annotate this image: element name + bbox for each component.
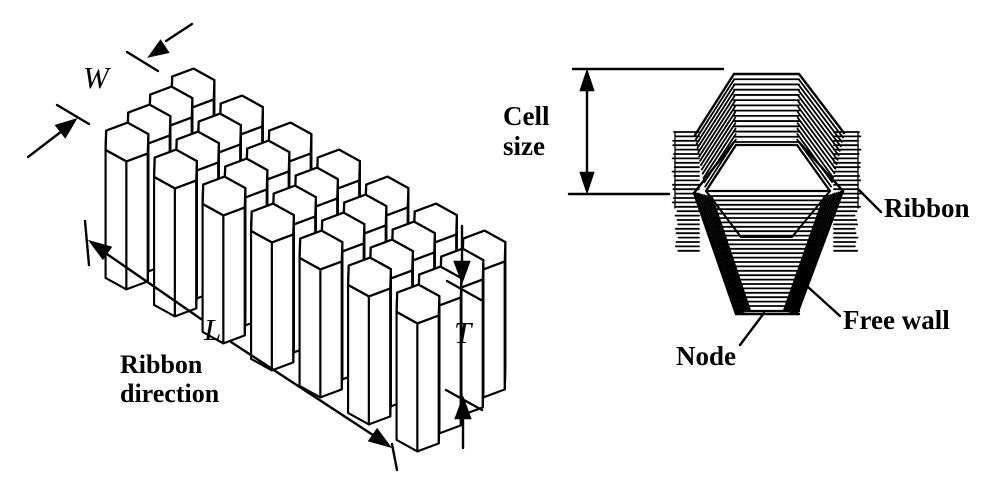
t-dimension-label: T	[454, 315, 472, 350]
ribbon-direction-line2: direction	[120, 379, 220, 409]
w-dimension-label: W	[83, 60, 109, 95]
ribbon-pointer-line	[857, 188, 883, 214]
w-dimension-upper-arrow	[125, 22, 194, 73]
w-dimension-lower-arrow	[26, 103, 91, 159]
l-dimension-line	[83, 219, 399, 472]
honeycomb-panel-structure	[104, 67, 507, 453]
t-dimension-upper-arrow	[445, 224, 483, 302]
l-dimension-label: L	[204, 312, 222, 347]
cell-size-label: Cell size	[503, 101, 550, 161]
single-cell-structure	[671, 72, 862, 316]
cell-size-line2: size	[503, 130, 545, 161]
cell-size-line1: Cell	[503, 101, 550, 131]
free-wall-pointer-line	[806, 285, 842, 318]
ribbon-label: Ribbon	[884, 193, 970, 223]
node-pointer-line	[738, 311, 766, 347]
node-label: Node	[676, 341, 736, 371]
ribbon-direction-line1: Ribbon	[120, 350, 203, 379]
cell-size-dimension	[567, 67, 725, 196]
free-wall-label: Free wall	[843, 305, 950, 335]
t-dimension-lower-arrow	[444, 388, 484, 450]
ribbon-direction-label: Ribbon direction	[120, 350, 219, 408]
